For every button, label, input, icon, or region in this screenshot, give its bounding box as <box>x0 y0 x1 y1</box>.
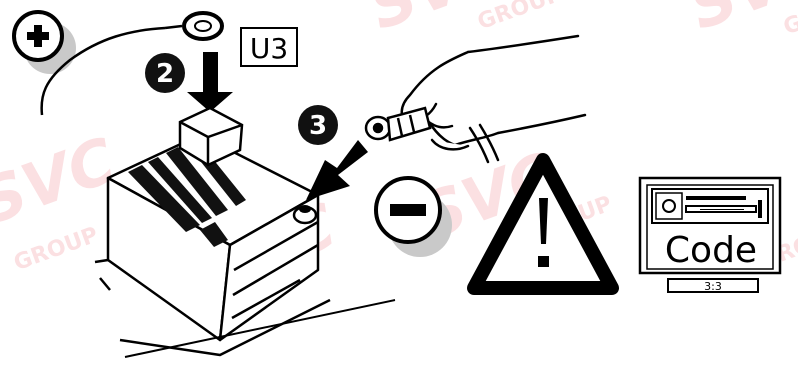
radio-display-icon: Code <box>640 178 780 273</box>
hand-with-connector <box>402 36 585 162</box>
arrow-down-icon <box>187 52 233 112</box>
step-2-badge: 2 <box>145 53 185 93</box>
plus-sign-icon <box>14 12 76 74</box>
code-word-label: Code <box>665 230 757 271</box>
code-page-label: 3:3 <box>704 280 722 293</box>
step-3-label: 3 <box>309 111 327 141</box>
watermark-logo: SVC <box>0 123 125 239</box>
arrow-diagonal-icon <box>306 140 368 200</box>
terminal-code-label: U3 <box>250 32 288 65</box>
negative-connector <box>366 108 430 140</box>
step-2-label: 2 <box>156 59 174 89</box>
terminal-code-box: U3 <box>241 28 297 66</box>
watermark-logo: SVC <box>680 0 798 44</box>
watermark-group: GROUP <box>11 223 102 276</box>
step-3-badge: 3 <box>298 105 338 145</box>
code-page-strip: 3:3 <box>668 279 758 293</box>
